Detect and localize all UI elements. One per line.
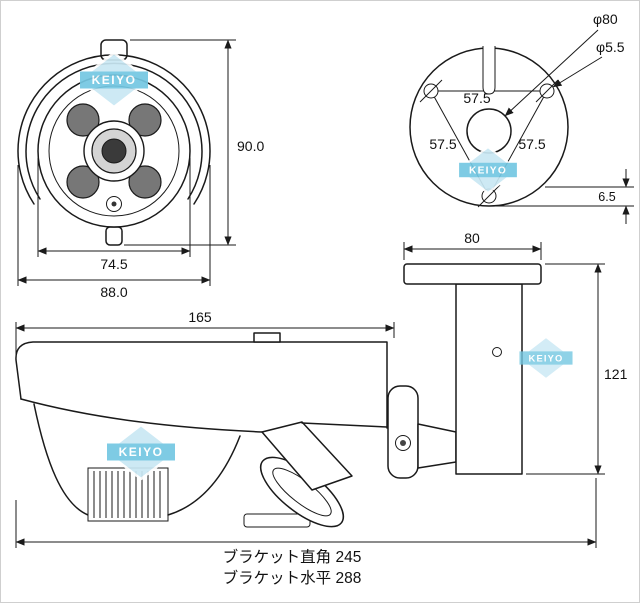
plate-thickness-label: 6.5 bbox=[598, 190, 615, 204]
hole-pitch-top-label: 57.5 bbox=[463, 90, 490, 106]
screw-hole-diameter-leader bbox=[552, 56, 603, 88]
hood-underside bbox=[20, 398, 263, 433]
lens-center bbox=[101, 138, 127, 164]
front-outer-width-dimension bbox=[17, 165, 211, 286]
body-bottom-rear-line bbox=[301, 422, 388, 428]
watermark-band bbox=[519, 351, 573, 365]
watermark-label: KEIYO bbox=[469, 166, 507, 177]
light-sensor-dot bbox=[111, 201, 117, 207]
center-hole bbox=[466, 108, 512, 154]
front-outer-width-dim-label: 88.0 bbox=[100, 284, 127, 300]
bracket-width-dimension bbox=[403, 242, 542, 260]
front-height-dimension bbox=[124, 39, 236, 246]
bracket-top-plate bbox=[403, 263, 542, 285]
bracket-column bbox=[455, 283, 523, 475]
body-length-dim-label: 165 bbox=[188, 309, 212, 325]
side-view: 165 80 121 bbox=[15, 230, 628, 548]
keiyo-watermark: KEIYO bbox=[456, 145, 520, 195]
keiyo-watermark: KEIYO bbox=[517, 335, 575, 381]
cable-slot bbox=[482, 46, 496, 95]
bracket-right-angle-note: ブラケット直角 245 bbox=[223, 547, 362, 566]
lens bbox=[83, 120, 145, 182]
bracket-horizontal-note: ブラケット水平 288 bbox=[223, 568, 362, 587]
keiyo-watermark: KEIYO bbox=[76, 51, 152, 109]
ir-leds bbox=[66, 103, 162, 199]
hole-pitch-left-label: 57.5 bbox=[429, 136, 456, 152]
front-inner-width-dimension bbox=[37, 158, 191, 257]
bracket-height-dim-label: 121 bbox=[604, 366, 628, 382]
footer-notes: ブラケット直角 245 ブラケット水平 288 bbox=[223, 547, 362, 587]
watermark-band bbox=[107, 443, 175, 461]
bracket-height-dimension bbox=[526, 263, 605, 475]
plate-diameter-leader bbox=[504, 29, 599, 117]
pivot-screw-dot bbox=[400, 440, 406, 446]
watermark-band bbox=[459, 162, 517, 178]
watermark-label: KEIYO bbox=[92, 73, 137, 87]
center-mark bbox=[477, 184, 501, 208]
bottom-tab bbox=[105, 226, 123, 246]
bracket-arm bbox=[417, 423, 457, 469]
body-rear-curve bbox=[167, 435, 241, 516]
plate-thickness-dimension bbox=[491, 169, 634, 224]
center-mark bbox=[419, 79, 443, 103]
front-height-dim-label: 90.0 bbox=[237, 138, 264, 154]
base-view: 57.5 57.5 57.5 φ80 φ5.5 6.5 bbox=[409, 11, 634, 224]
overall-length-dimension bbox=[15, 478, 597, 548]
column-screw-hole bbox=[492, 347, 502, 357]
body-front-curve bbox=[33, 403, 89, 516]
hole-pitch-right-label: 57.5 bbox=[518, 136, 545, 152]
ir-led-icon bbox=[128, 103, 162, 137]
shoe-neck bbox=[261, 421, 353, 491]
keiyo-watermark: KEIYO bbox=[103, 423, 179, 481]
front-inner-width-dim-label: 74.5 bbox=[100, 256, 127, 272]
hood-outline bbox=[15, 341, 388, 429]
ir-led-icon bbox=[66, 165, 100, 199]
ir-led-icon bbox=[128, 165, 162, 199]
screw-holes bbox=[419, 79, 559, 208]
screw-hole-diameter-label: φ5.5 bbox=[596, 39, 625, 55]
ir-led-icon bbox=[66, 103, 100, 137]
watermark-label: KEIYO bbox=[119, 445, 164, 459]
front-view: 90.0 74.5 88.0 bbox=[17, 39, 264, 300]
body-length-dimension bbox=[15, 322, 395, 356]
watermark-label: KEIYO bbox=[529, 353, 564, 363]
rear-cap bbox=[387, 385, 419, 479]
watermark-band bbox=[80, 71, 148, 89]
bracket-width-dim-label: 80 bbox=[464, 230, 480, 246]
body-top-tab bbox=[253, 332, 281, 343]
plate-diameter-label: φ80 bbox=[593, 11, 618, 27]
